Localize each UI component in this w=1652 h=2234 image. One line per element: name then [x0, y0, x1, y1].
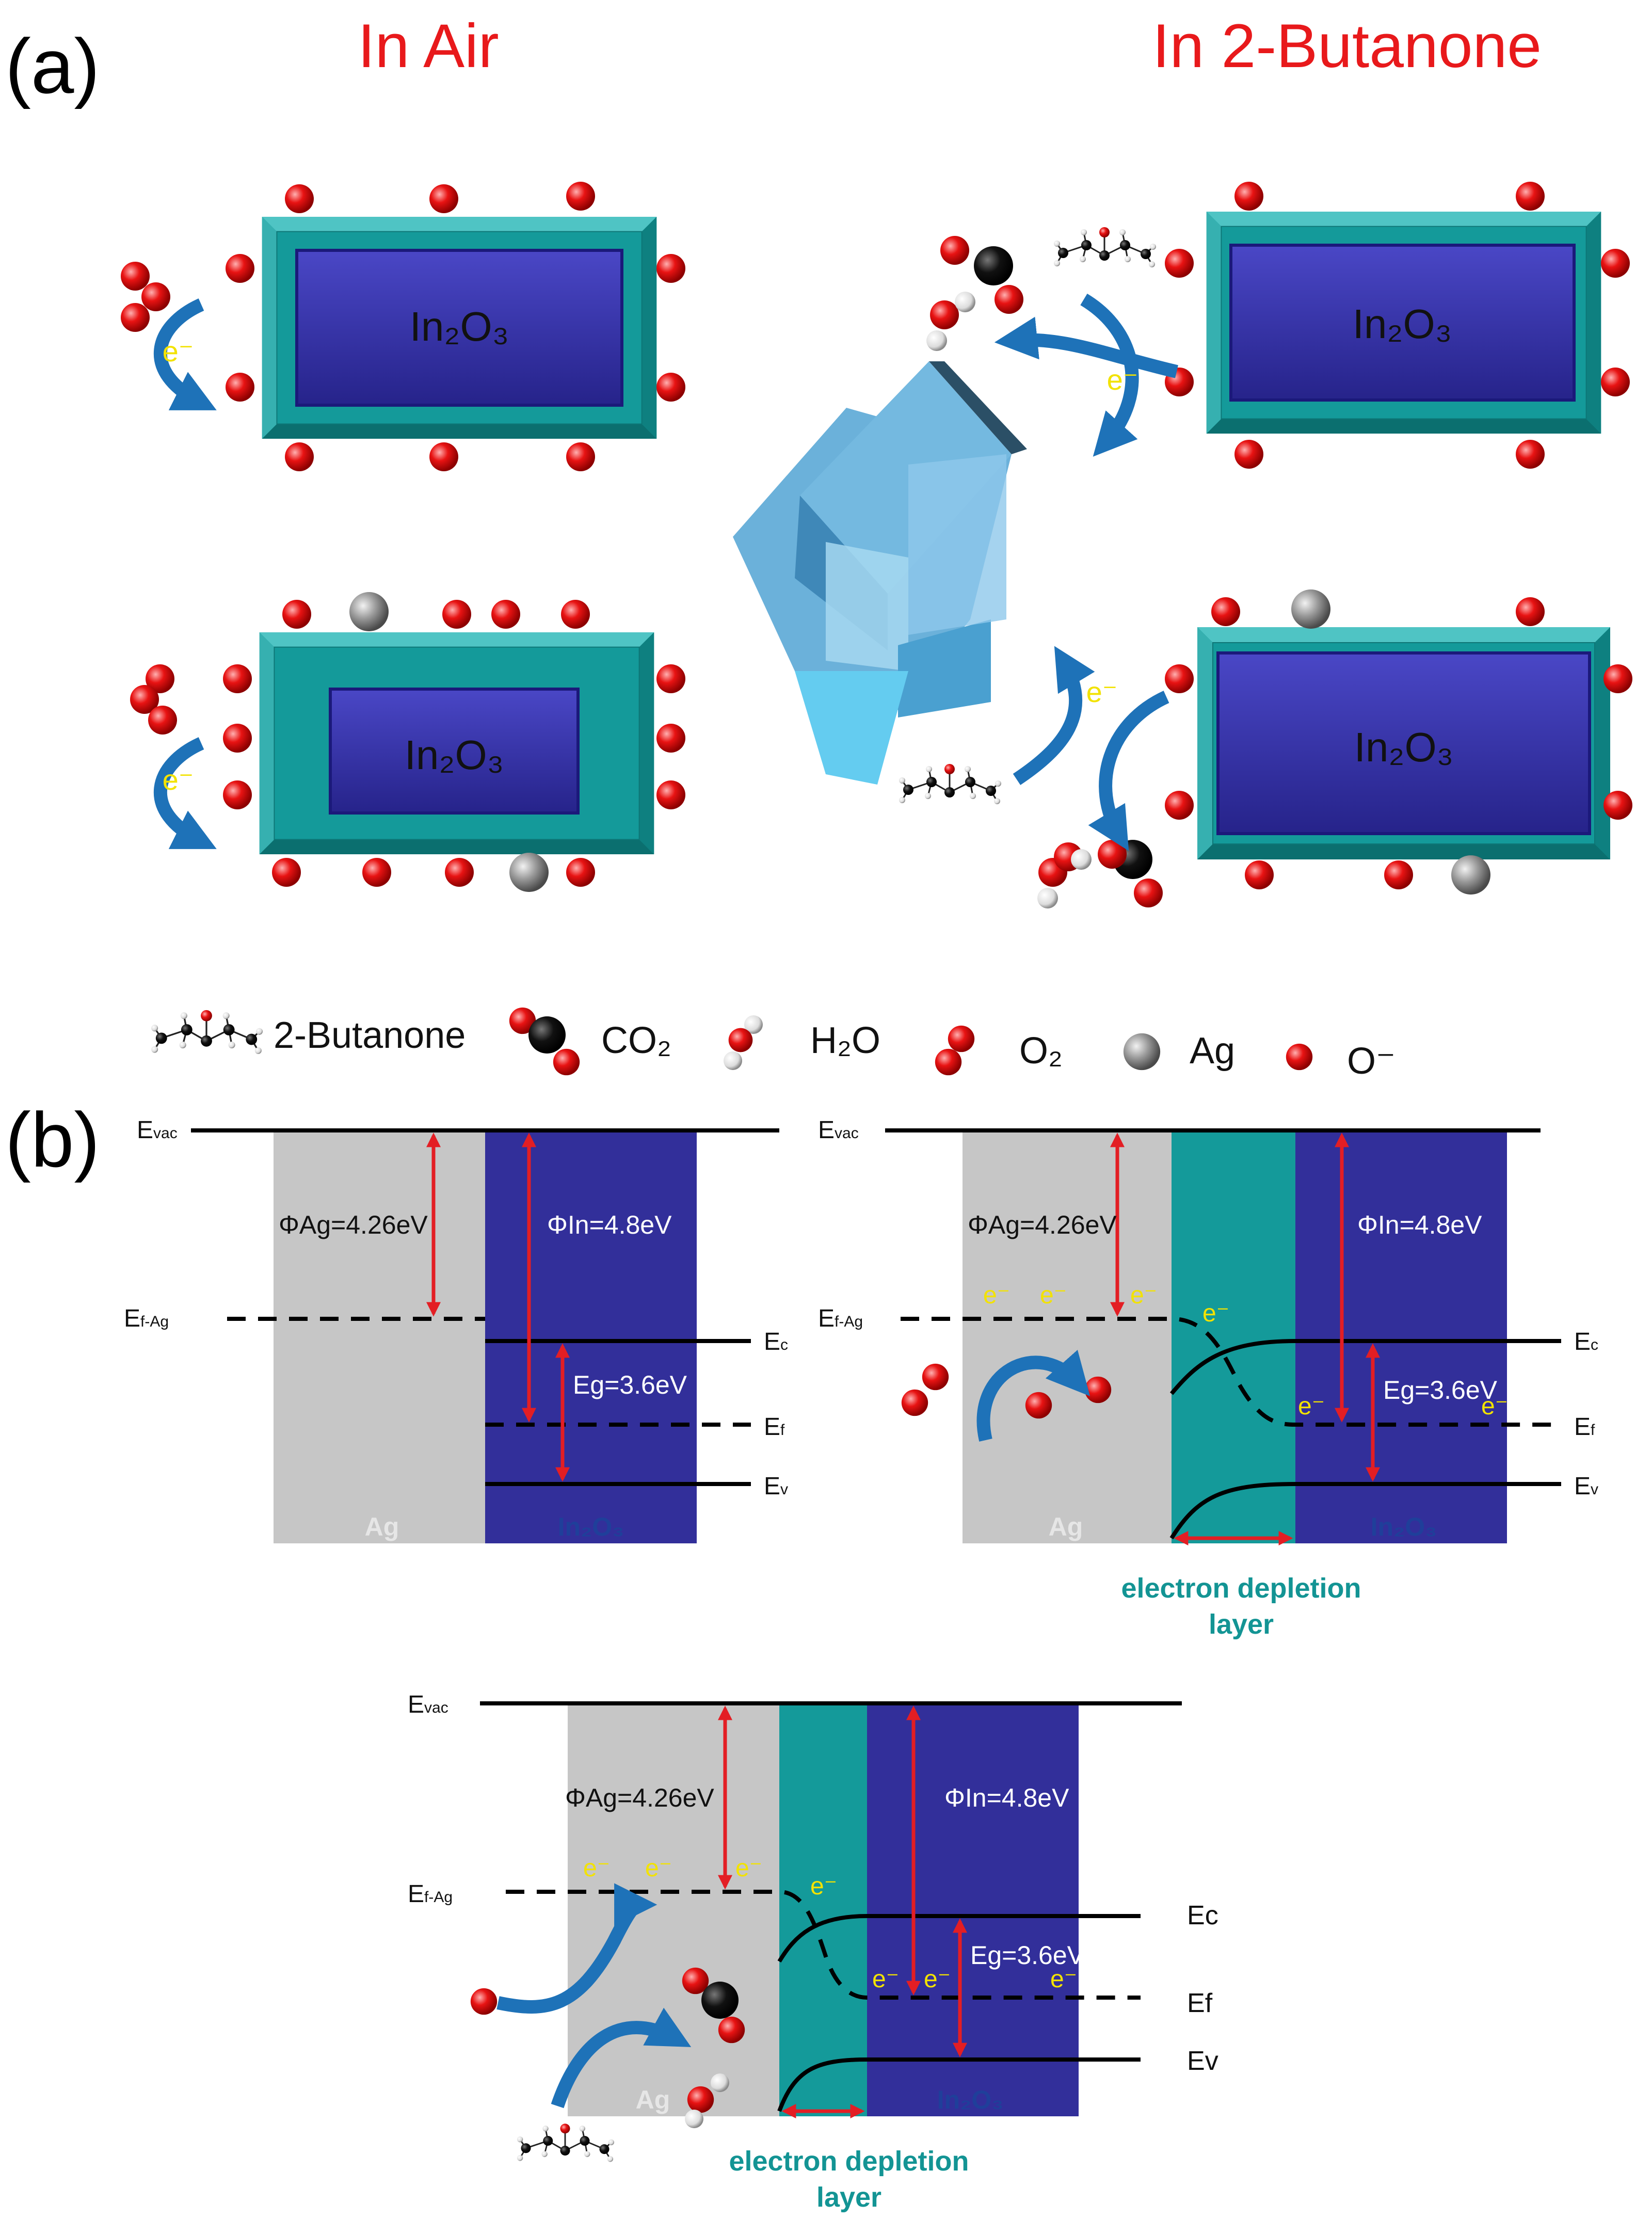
- legend-o-minus: O⁻: [1347, 1041, 1396, 1082]
- phi-ag-label: ΦAg=4.26eV: [279, 1210, 428, 1239]
- in2o3-region-label: In₂O₃: [558, 1512, 624, 1541]
- svg-text:layer: layer: [816, 2182, 881, 2213]
- svg-text:e⁻: e⁻: [645, 1855, 672, 1882]
- svg-text:e⁻: e⁻: [1040, 1282, 1067, 1309]
- phi-in-label: ΦIn=4.8eV: [547, 1210, 672, 1239]
- electron-label: e⁻: [163, 335, 194, 368]
- svg-text:In₂O₃: In₂O₃: [937, 2085, 1004, 2114]
- svg-text:Ef-Ag: Ef-Ag: [818, 1305, 863, 1332]
- phi-ag-label: ΦAg=4.26eV: [968, 1210, 1117, 1239]
- legend-o2: O₂: [1019, 1030, 1063, 1072]
- svg-text:Ec: Ec: [1187, 1901, 1218, 1930]
- svg-text:Ef: Ef: [1187, 1988, 1213, 2018]
- svg-text:e⁻: e⁻: [1481, 1393, 1508, 1420]
- efag-label: Ef-Ag: [124, 1305, 169, 1332]
- legend-h2o: H₂O: [810, 1020, 880, 1061]
- phi-in-label: ΦIn=4.8eV: [944, 1783, 1069, 1812]
- evac-label: Evac: [137, 1116, 178, 1144]
- panel-a-label: (a): [5, 23, 100, 109]
- phi-in-label: ΦIn=4.8eV: [1357, 1210, 1482, 1239]
- crystal-label: In₂O₃: [1353, 301, 1452, 347]
- depletion-label: electron depletion: [1121, 1573, 1361, 1604]
- legend-co2: CO₂: [601, 1020, 671, 1061]
- svg-text:Ag: Ag: [636, 2085, 670, 2114]
- crystal-air-ag: In₂O₃: [223, 592, 685, 892]
- legend-ag: Ag: [1190, 1030, 1235, 1072]
- svg-text:e⁻: e⁻: [924, 1966, 951, 1993]
- electron-label: e⁻: [1086, 676, 1118, 708]
- svg-text:e⁻: e⁻: [1298, 1393, 1325, 1420]
- legend: 2-Butanone CO₂ H₂O O₂ Ag O⁻: [150, 1007, 1396, 1082]
- band-diagram-before-contact: Evac Ef-Ag Ec Ef Ev ΦAg=4.26eV ΦIn=4.8eV…: [124, 1116, 788, 1543]
- electron-label: e⁻: [163, 763, 194, 796]
- phi-ag-label: ΦAg=4.26eV: [565, 1783, 714, 1812]
- svg-text:e⁻: e⁻: [735, 1855, 762, 1882]
- svg-text:e⁻: e⁻: [1050, 1966, 1077, 1993]
- o2-adsorb-air-ag: e⁻: [130, 664, 217, 849]
- svg-text:In₂O₃: In₂O₃: [1371, 1512, 1437, 1541]
- panel-b-label: (b): [5, 1096, 100, 1183]
- svg-text:Ef-Ag: Ef-Ag: [408, 1880, 453, 1908]
- legend-butanone: 2-Butanone: [274, 1015, 466, 1056]
- svg-text:e⁻: e⁻: [583, 1855, 610, 1882]
- o2-adsorb-air-pure: e⁻: [121, 262, 217, 410]
- svg-text:Evac: Evac: [818, 1116, 859, 1144]
- svg-text:Ec: Ec: [1574, 1328, 1598, 1355]
- svg-text:Evac: Evac: [408, 1691, 448, 1718]
- ev-label: Ev: [764, 1473, 788, 1500]
- ag-nanoparticle: [349, 592, 389, 631]
- svg-text:Ev: Ev: [1574, 1473, 1598, 1500]
- butanone-oxidation-bottom: e⁻: [898, 646, 1169, 908]
- svg-text:e⁻: e⁻: [810, 1873, 837, 1900]
- svg-text:e⁻: e⁻: [1130, 1282, 1157, 1309]
- band-diagram-air-ag: Evac Ef-Ag Ec Ef Ev ΦAg=4.26eV ΦIn=4.8eV…: [818, 1116, 1598, 1640]
- svg-text:e⁻: e⁻: [983, 1282, 1010, 1309]
- ec-label: Ec: [764, 1328, 788, 1355]
- ag-region-label: Ag: [365, 1512, 399, 1541]
- title-in-butanone: In 2-Butanone: [1152, 11, 1542, 81]
- crystal-label: In₂O₃: [405, 732, 504, 778]
- svg-text:Ef: Ef: [1574, 1413, 1595, 1441]
- in2o3-crystal-cluster: [733, 361, 1027, 785]
- electron-label: e⁻: [1107, 363, 1138, 396]
- svg-text:Ag: Ag: [1049, 1512, 1083, 1541]
- svg-text:e⁻: e⁻: [1202, 1300, 1229, 1327]
- band-diagram-butanone-ag: Evac Ef-Ag Ec Ef Ev ΦAg=4.26eV ΦIn=4.8eV…: [408, 1691, 1218, 2213]
- svg-text:layer: layer: [1209, 1609, 1274, 1640]
- eg-label: Eg=3.6eV: [1383, 1376, 1498, 1405]
- depletion-label: electron depletion: [729, 2146, 969, 2177]
- ef-label: Ef: [764, 1413, 785, 1441]
- crystal-label: In₂O₃: [410, 304, 509, 349]
- svg-text:Ev: Ev: [1187, 2046, 1218, 2076]
- eg-label: Eg=3.6eV: [970, 1941, 1085, 1970]
- butanone-oxidation-top: e⁻: [926, 226, 1178, 457]
- title-in-air: In Air: [358, 11, 499, 81]
- crystal-label: In₂O₃: [1354, 724, 1454, 770]
- crystal-butanone-pure: In₂O₃: [1165, 182, 1630, 469]
- crystal-butanone-ag: In₂O₃: [1165, 589, 1632, 895]
- eg-label: Eg=3.6eV: [573, 1370, 687, 1399]
- svg-text:e⁻: e⁻: [872, 1966, 899, 1993]
- crystal-air-pure: In₂O₃: [226, 182, 685, 471]
